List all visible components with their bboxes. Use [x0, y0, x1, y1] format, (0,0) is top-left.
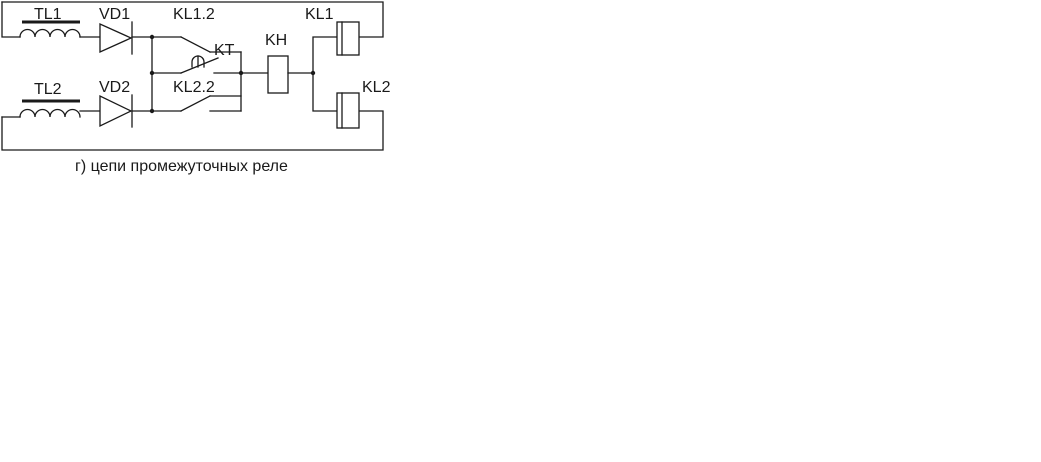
wire-to-kl1 — [312, 36, 338, 74]
label-vd2: VD2 — [99, 79, 130, 96]
diagram-caption: г) цепи промежуточных реле — [75, 158, 288, 175]
contact-kl1-2 — [151, 36, 242, 53]
inductor-tl2 — [19, 99, 81, 118]
label-kl2: KL2 — [362, 79, 391, 96]
label-kl2-2: KL2.2 — [173, 79, 215, 96]
label-kt: KT — [214, 42, 235, 59]
wire-to-kl2 — [312, 72, 338, 112]
frame-bottom-wire — [1, 110, 384, 151]
contact-kl2-2 — [151, 95, 242, 112]
label-tl2: TL2 — [34, 81, 62, 98]
diode-vd1 — [99, 21, 133, 55]
relay-coil-kl1 — [336, 21, 360, 56]
label-kl1: KL1 — [305, 6, 334, 23]
frame-left-top-wire — [1, 1, 21, 38]
relay-kh — [267, 55, 289, 94]
label-kl1-2: KL1.2 — [173, 6, 215, 23]
label-vd1: VD1 — [99, 6, 130, 23]
label-kh: KH — [265, 32, 287, 49]
inductor-tl1 — [19, 20, 81, 38]
frame-top-wire — [1, 1, 384, 38]
contact-kt — [151, 55, 242, 74]
diode-vd2 — [99, 94, 133, 128]
relay-coil-kl2 — [336, 92, 360, 129]
junction-dot — [310, 70, 316, 76]
label-tl1: TL1 — [34, 6, 62, 23]
